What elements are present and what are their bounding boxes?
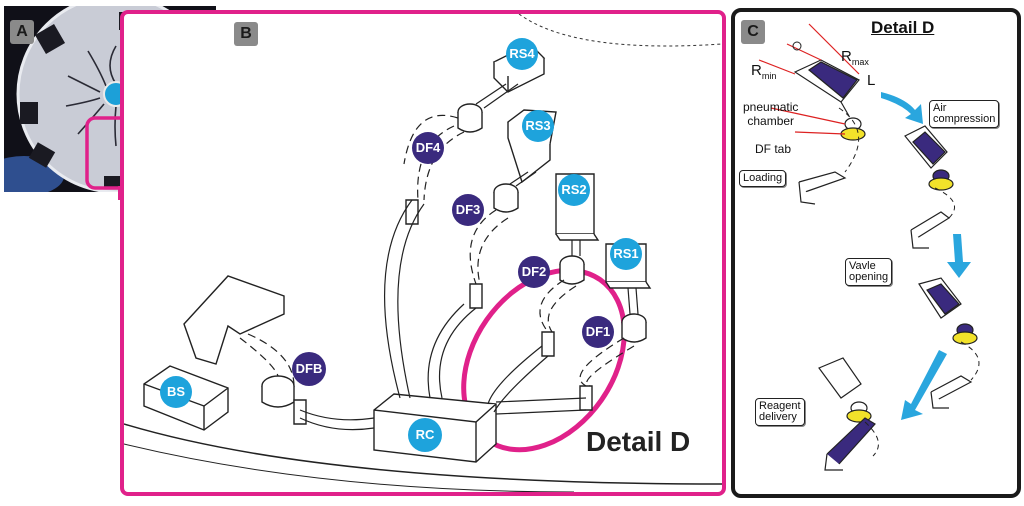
panel-c-letter: C (741, 20, 765, 44)
length-label: L (867, 72, 876, 89)
rs3-label: RS3 (522, 110, 554, 142)
detail-d-label: Detail D (586, 426, 691, 457)
panel-b-diagram: B RS4 RS3 RS2 RS1 BS RC DF4 DF3 DF2 DF1 … (120, 10, 726, 496)
panel-b-letter: B (234, 22, 258, 46)
rs2-label: RS2 (558, 174, 590, 206)
valve-opening-stage-label: Vavle opening (845, 258, 893, 286)
df3-label: DF3 (452, 194, 484, 226)
r-min-label: Rmin (751, 62, 777, 81)
df2-label: DF2 (518, 256, 550, 288)
valve-sequence-diagram (758, 23, 980, 471)
panel-c-detail: C Detail D Rmin Rmax L pneumatic chamber… (731, 8, 1021, 498)
rs4-label: RS4 (506, 38, 538, 70)
pneumatic-chamber-label: pneumatic chamber (743, 100, 799, 128)
panel-a-letter: A (10, 20, 34, 44)
df4-label: DF4 (412, 132, 444, 164)
air-compression-stage-label: Air compression (929, 100, 1000, 128)
detail-d-title: Detail D (871, 18, 935, 37)
r-max-label: Rmax (841, 48, 869, 67)
df-tab-label: DF tab (755, 142, 792, 156)
loading-stage-label: Loading (739, 170, 787, 187)
rs1-label: RS1 (610, 238, 642, 270)
df1-label: DF1 (582, 316, 614, 348)
dfb-label: DFB (292, 352, 326, 386)
reagent-delivery-stage-label: Reagent delivery (755, 398, 805, 426)
rc-label: RC (408, 418, 442, 452)
bs-label: BS (160, 376, 192, 408)
